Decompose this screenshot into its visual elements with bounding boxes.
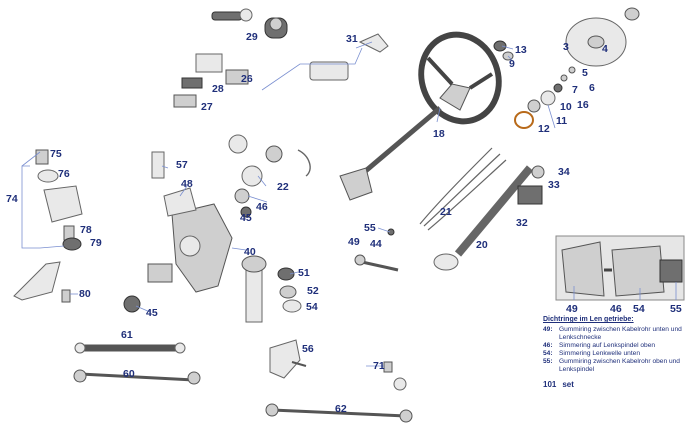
cable-part xyxy=(419,147,507,231)
seal-legend: Dichtringe im Len getriebe: 49: Gummirin… xyxy=(543,316,698,389)
callout-29: 29 xyxy=(246,31,258,43)
inset-section-drawing xyxy=(555,235,685,301)
shaft-part xyxy=(433,165,534,271)
drop-arm-part xyxy=(269,339,307,379)
inset-callout-46: 46 xyxy=(610,303,622,315)
set-number: 101 xyxy=(543,380,557,389)
clamp-part xyxy=(517,185,543,205)
callout-54: 54 xyxy=(306,301,318,313)
callout-26: 26 xyxy=(241,73,253,85)
callout-51: 51 xyxy=(298,267,310,279)
callout-6: 6 xyxy=(589,82,595,94)
callout-13: 13 xyxy=(515,44,527,56)
callout-57: 57 xyxy=(176,159,188,171)
steering-column-part xyxy=(339,106,442,201)
leader-lines xyxy=(70,41,556,367)
callout-28: 28 xyxy=(212,83,224,95)
callout-10: 10 xyxy=(560,101,572,113)
callout-61: 61 xyxy=(121,329,133,341)
bolt-part xyxy=(354,228,399,272)
inset-callout-54: 54 xyxy=(633,303,645,315)
callout-80: 80 xyxy=(79,288,91,300)
legend-row: 46: Simmering auf Lenkspindel oben xyxy=(543,342,698,350)
callout-5: 5 xyxy=(582,67,588,79)
callout-62: 62 xyxy=(335,403,347,415)
callout-27: 27 xyxy=(201,101,213,113)
legend-title: Dichtringe im Len getriebe: xyxy=(543,316,634,323)
inset-callout-55: 55 xyxy=(670,303,682,315)
callout-16: 16 xyxy=(577,99,589,111)
callout-3: 3 xyxy=(563,41,569,53)
callout-21: 21 xyxy=(440,206,452,218)
callout-18: 18 xyxy=(433,128,445,140)
callout-74: 74 xyxy=(6,193,18,205)
callout-76: 76 xyxy=(58,168,70,180)
callout-34: 34 xyxy=(558,166,570,178)
callout-31: 31 xyxy=(346,33,358,45)
set-line: 101 set xyxy=(543,380,698,389)
legend-key: 55: xyxy=(543,358,553,365)
legend-row: 54: Simmering Lenkwelle unten xyxy=(543,350,698,358)
switch-assembly-part xyxy=(173,53,349,108)
callout-48: 48 xyxy=(181,178,193,190)
inset-callout-49: 49 xyxy=(566,303,578,315)
legend-key: 46: xyxy=(543,342,553,349)
steering-damper-part xyxy=(74,342,186,354)
callout-4: 4 xyxy=(602,43,608,55)
bracket-part xyxy=(358,33,389,53)
legend-row: 55: Gummiring zwischen Kabelrohr oben un… xyxy=(543,358,698,374)
steering-wheel-part xyxy=(418,31,502,125)
callout-20: 20 xyxy=(476,239,488,251)
legend-row: 49: Gummiring zwischen Kabelrohr unten u… xyxy=(543,326,698,342)
legend-text: Simmering auf Lenkspindel oben xyxy=(559,342,656,349)
idler-bracket-part xyxy=(35,149,83,251)
legend-text: Simmering Lenkwelle unten xyxy=(559,350,640,357)
callout-45-upper: 45 xyxy=(240,212,252,224)
nut-part xyxy=(531,165,545,179)
legend-key: 54: xyxy=(543,350,553,357)
nut-bolt-part xyxy=(383,361,407,391)
leader-line xyxy=(21,151,41,167)
callout-52: 52 xyxy=(307,285,319,297)
callout-9: 9 xyxy=(509,58,515,70)
callout-33: 33 xyxy=(548,179,560,191)
callout-11: 11 xyxy=(556,115,567,127)
callout-22: 22 xyxy=(277,181,289,193)
callout-56: 56 xyxy=(302,343,314,355)
callout-49: 49 xyxy=(348,236,360,248)
callout-7: 7 xyxy=(572,84,578,96)
callout-60: 60 xyxy=(123,368,135,380)
callout-46: 46 xyxy=(256,201,268,213)
set-label: set xyxy=(562,380,574,389)
callout-32: 32 xyxy=(516,217,528,229)
callout-75: 75 xyxy=(50,148,62,160)
legend-text: Gummiring zwischen Kabelrohr oben und Le… xyxy=(559,358,680,373)
callout-71: 71 xyxy=(373,360,385,372)
legend-text: Gummiring zwischen Kabelrohr unten und L… xyxy=(559,326,682,341)
callout-78: 78 xyxy=(80,224,92,236)
steering-box-part xyxy=(123,151,233,313)
callout-79: 79 xyxy=(90,237,102,249)
horn-cap-part xyxy=(493,7,640,67)
callout-40: 40 xyxy=(244,246,256,258)
seal-rings-part xyxy=(228,134,311,218)
ignition-switch-part xyxy=(211,8,288,39)
legend-key: 49: xyxy=(543,326,553,333)
sector-shaft-part xyxy=(241,255,302,323)
callout-44: 44 xyxy=(370,238,382,250)
callout-numbers: 29 31 13 9 3 4 5 6 7 16 10 11 12 26 28 2… xyxy=(6,31,682,415)
tie-rod-long-part xyxy=(265,403,413,423)
leader-line xyxy=(261,47,363,91)
callout-55: 55 xyxy=(364,222,376,234)
leader-line xyxy=(21,165,65,249)
tie-rod-short-part xyxy=(73,369,201,385)
callout-12: 12 xyxy=(538,123,550,135)
callout-45-lower: 45 xyxy=(146,307,158,319)
pitman-arm-part xyxy=(13,261,71,303)
